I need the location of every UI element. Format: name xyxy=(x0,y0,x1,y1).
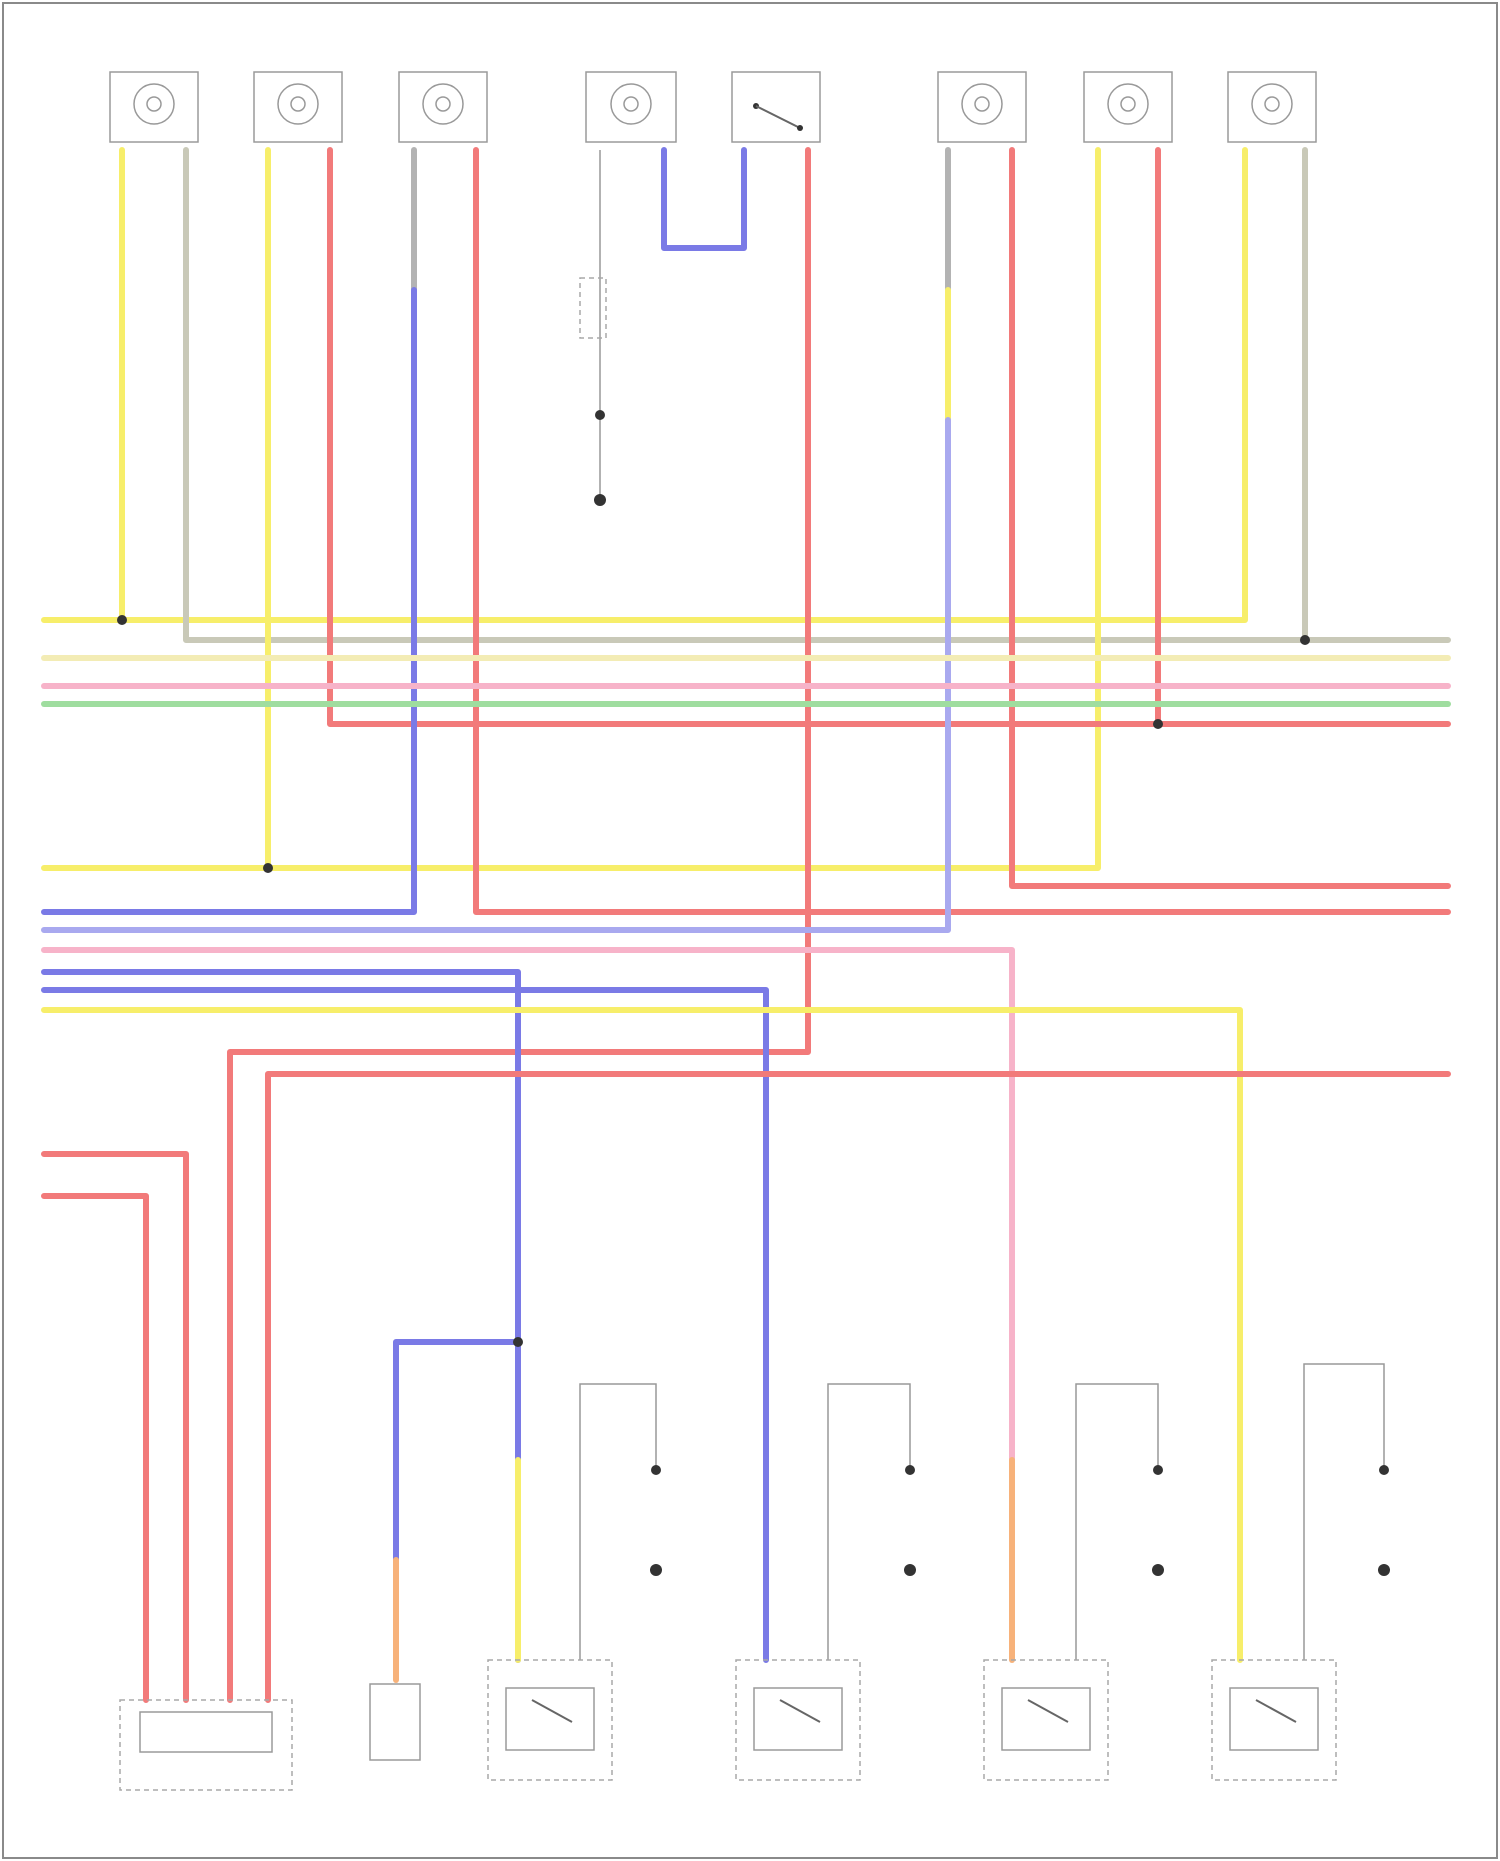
ground-s3 xyxy=(1152,1564,1164,1576)
top-component-6 xyxy=(938,72,1026,142)
ground-s4 xyxy=(1378,1564,1390,1576)
bottom-component-5 xyxy=(984,1660,1108,1780)
bottom-component-3 xyxy=(488,1660,612,1780)
top-component-4 xyxy=(586,72,676,142)
wire-yellow-c2 xyxy=(44,150,1098,868)
ground-top xyxy=(594,494,606,506)
wire-red-left2 xyxy=(44,1196,146,1700)
connector-note xyxy=(580,278,606,338)
wire-red-long xyxy=(268,1074,1448,1700)
wire-gray-s2 xyxy=(828,1384,910,1660)
top-component-7 xyxy=(1084,72,1172,142)
top-component-2 xyxy=(254,72,342,142)
wire-gray-s1 xyxy=(580,1384,656,1660)
bottom-component-1 xyxy=(120,1700,292,1790)
wire-red-c6 xyxy=(1012,150,1448,886)
wire-blue-c3 xyxy=(44,290,414,912)
wire-blue-c4c5 xyxy=(664,150,744,248)
wire-blue-branch xyxy=(396,1342,518,1560)
bottom-component-6 xyxy=(1212,1660,1336,1780)
bottom-component-2 xyxy=(370,1684,420,1760)
wire-red-left1 xyxy=(44,1154,186,1700)
top-component-8 xyxy=(1228,72,1316,142)
wire-gray-s4 xyxy=(1304,1364,1384,1660)
bottom-component-4 xyxy=(736,1660,860,1780)
wire-blue-low2 xyxy=(44,990,766,1660)
wire-gray-c1 xyxy=(186,150,1448,640)
wire-gray-s3 xyxy=(1076,1384,1158,1660)
top-component-5 xyxy=(732,72,820,142)
top-component-3 xyxy=(399,72,487,142)
wire-yellow-c1 xyxy=(44,150,1245,620)
top-component-1 xyxy=(110,72,198,142)
junction-dots xyxy=(117,410,1389,1475)
wire-yellow-low xyxy=(44,1010,1240,1660)
wire-blue-c6 xyxy=(44,420,948,930)
ground-s1 xyxy=(650,1564,662,1576)
ground-s2 xyxy=(904,1564,916,1576)
wires xyxy=(44,150,1448,1700)
